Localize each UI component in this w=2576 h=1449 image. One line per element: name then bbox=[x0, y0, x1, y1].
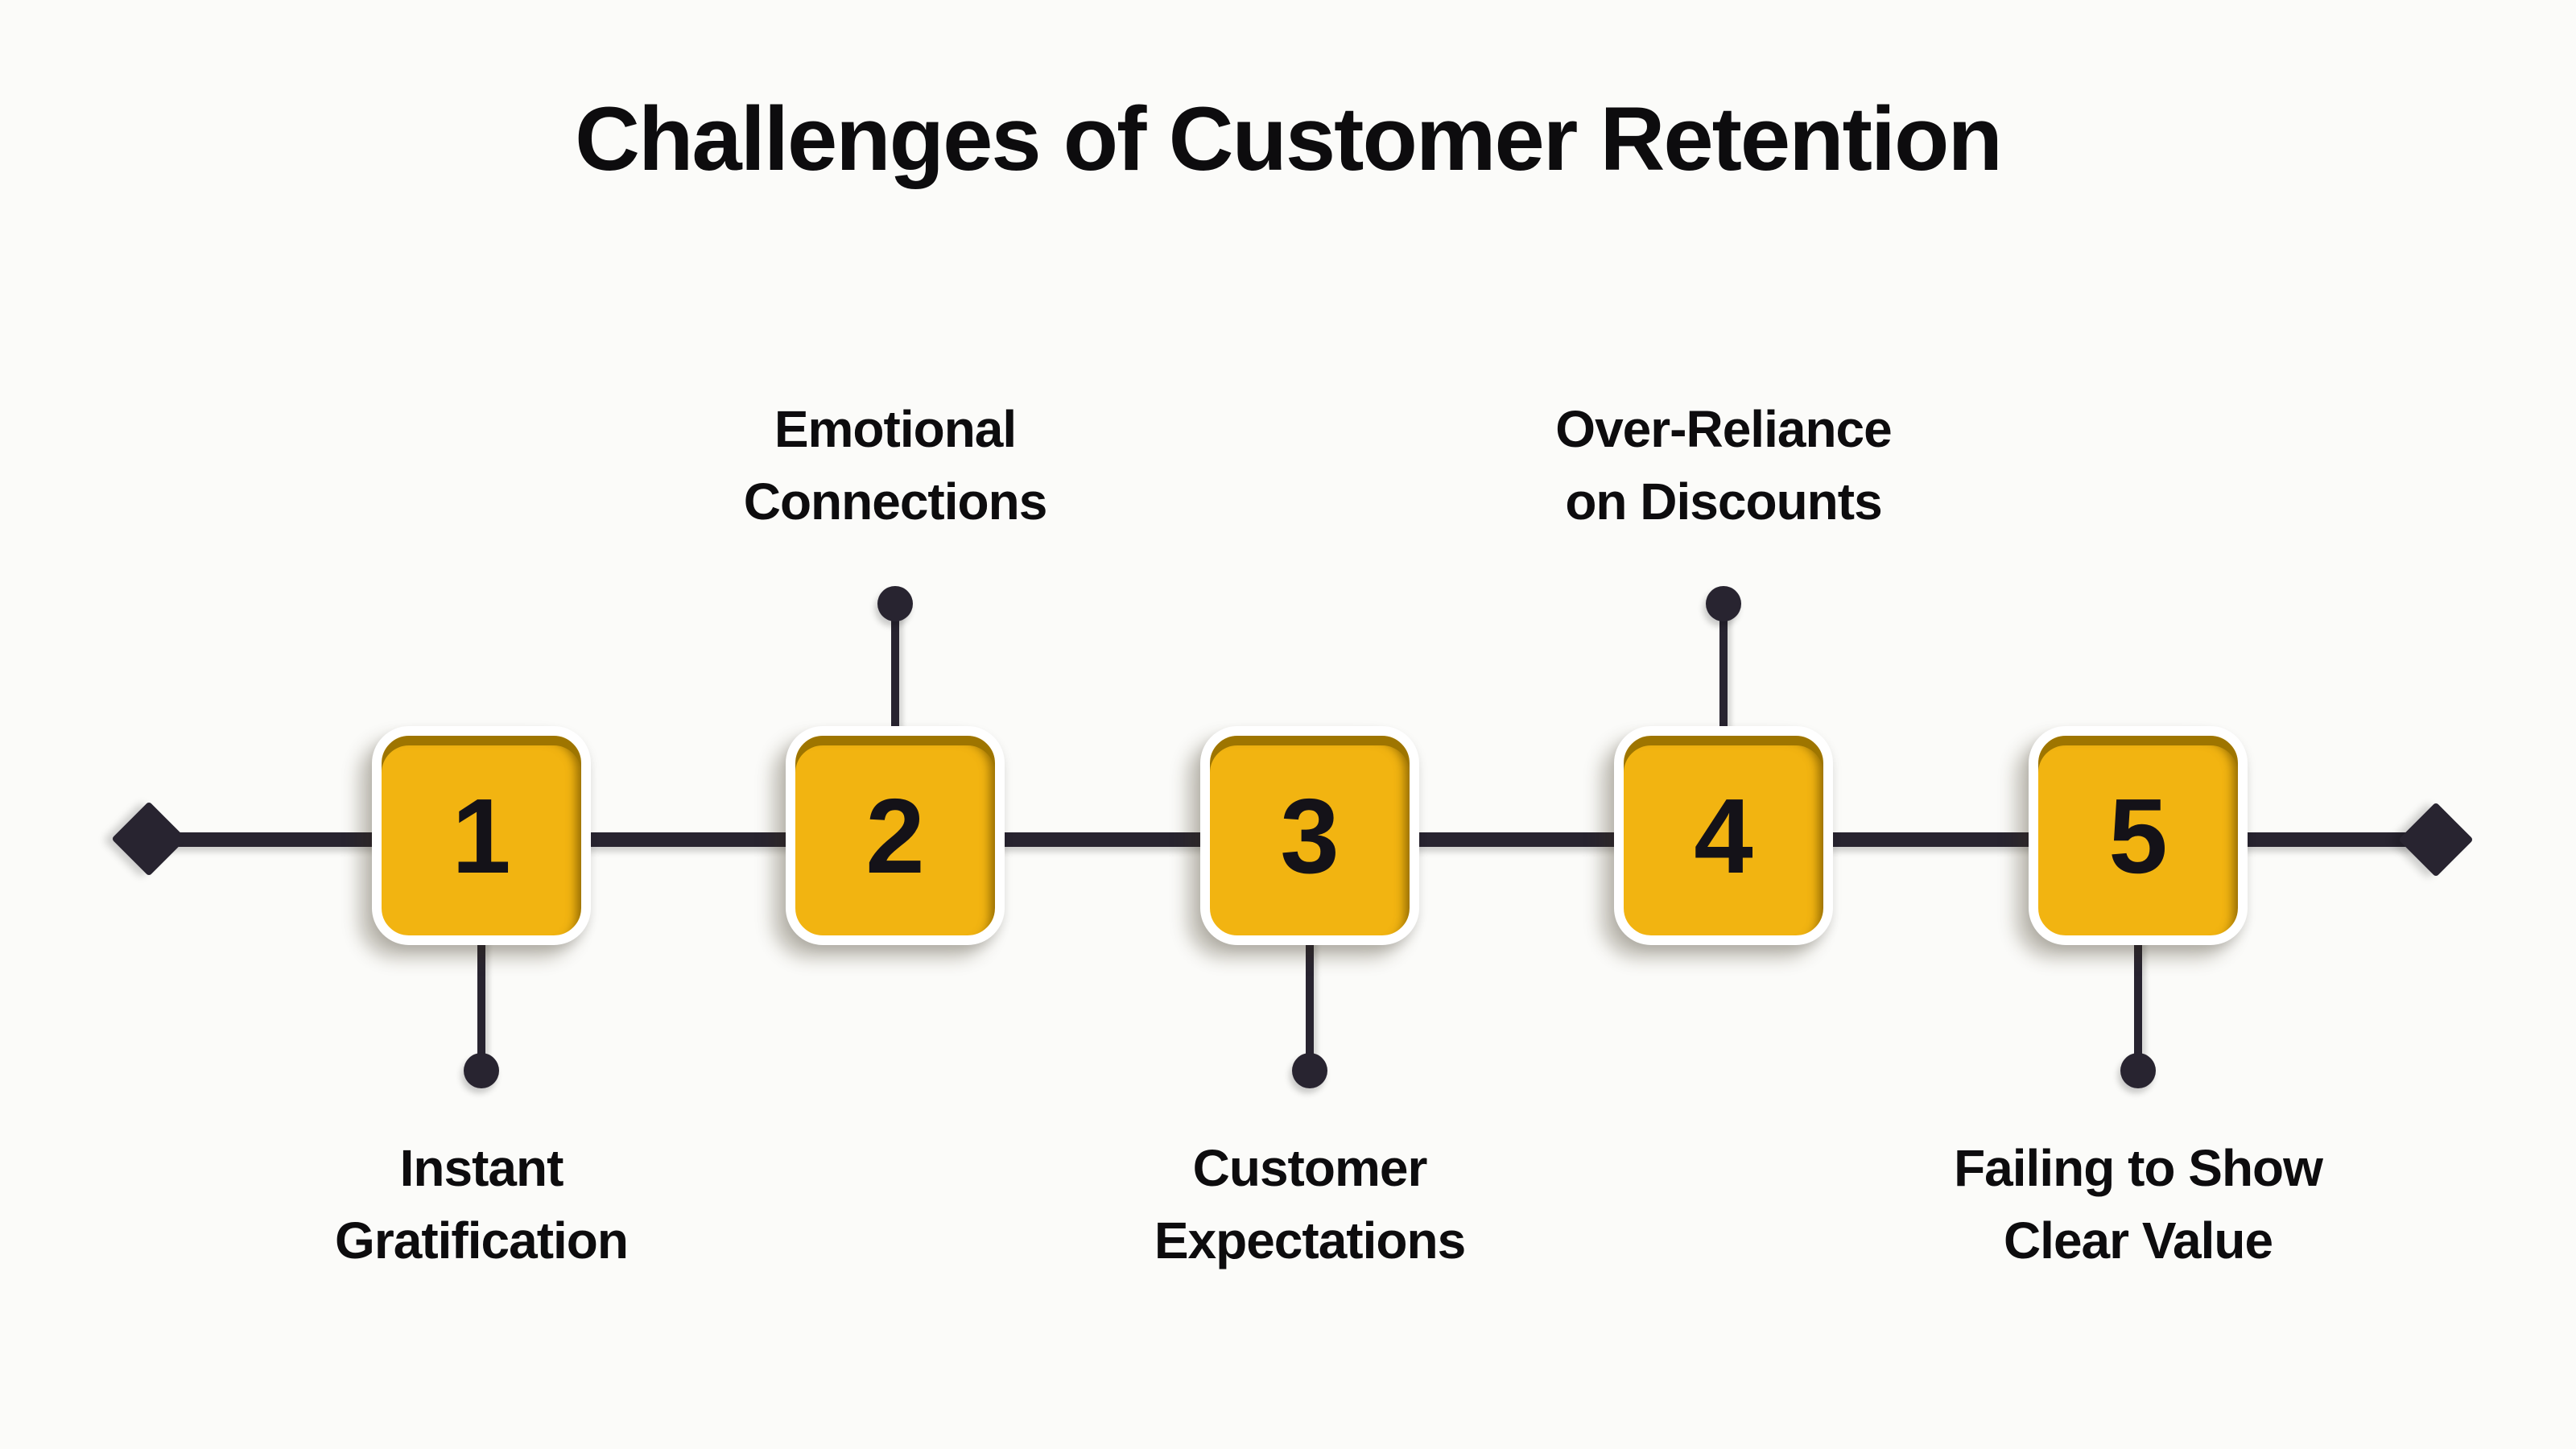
step-label-line: Expectations bbox=[1154, 1212, 1466, 1269]
diamond-endpoint-left-icon bbox=[111, 801, 187, 877]
step-number: 1 bbox=[452, 776, 511, 895]
connector-stem bbox=[2134, 937, 2142, 1071]
step-label-line: Emotional bbox=[774, 400, 1017, 458]
step-number-box-1: 1 bbox=[372, 726, 591, 945]
step-label-2: Emotional Connections bbox=[638, 393, 1153, 538]
step-label-line: Connections bbox=[743, 473, 1048, 530]
step-label-5: Failing to Show Clear Value bbox=[1880, 1132, 2396, 1277]
step-number-box-4: 4 bbox=[1614, 726, 1833, 945]
step-label-3: Customer Expectations bbox=[1052, 1132, 1567, 1277]
step-number-box-2: 2 bbox=[786, 726, 1005, 945]
step-label-line: Instant bbox=[399, 1139, 564, 1197]
step-label-4: Over-Reliance on Discounts bbox=[1466, 393, 1981, 538]
step-label-line: Customer bbox=[1192, 1139, 1428, 1197]
circle-dot-icon bbox=[1292, 1053, 1327, 1088]
step-label-line: Over-Reliance bbox=[1555, 400, 1892, 458]
circle-dot-icon bbox=[2120, 1053, 2156, 1088]
circle-dot-icon bbox=[877, 586, 913, 621]
step-label-line: Gratification bbox=[335, 1212, 629, 1269]
step-number: 5 bbox=[2108, 776, 2168, 895]
step-number: 4 bbox=[1694, 776, 1753, 895]
step-label-line: Failing to Show bbox=[1954, 1139, 2323, 1197]
connector-stem bbox=[891, 604, 899, 729]
circle-dot-icon bbox=[464, 1053, 499, 1088]
step-number-box-3: 3 bbox=[1200, 726, 1419, 945]
page-title: Challenges of Customer Retention bbox=[575, 89, 2003, 189]
circle-dot-icon bbox=[1706, 586, 1741, 621]
step-label-line: Clear Value bbox=[2003, 1212, 2273, 1269]
connector-stem bbox=[1306, 937, 1314, 1071]
step-label-line: on Discounts bbox=[1565, 473, 1882, 530]
step-label-1: Instant Gratification bbox=[224, 1132, 739, 1277]
step-number: 3 bbox=[1280, 776, 1340, 895]
diamond-endpoint-right-icon bbox=[2398, 802, 2474, 877]
step-number-box-5: 5 bbox=[2029, 726, 2248, 945]
step-number: 2 bbox=[865, 776, 925, 895]
connector-stem bbox=[477, 937, 485, 1071]
connector-stem bbox=[1719, 604, 1728, 729]
